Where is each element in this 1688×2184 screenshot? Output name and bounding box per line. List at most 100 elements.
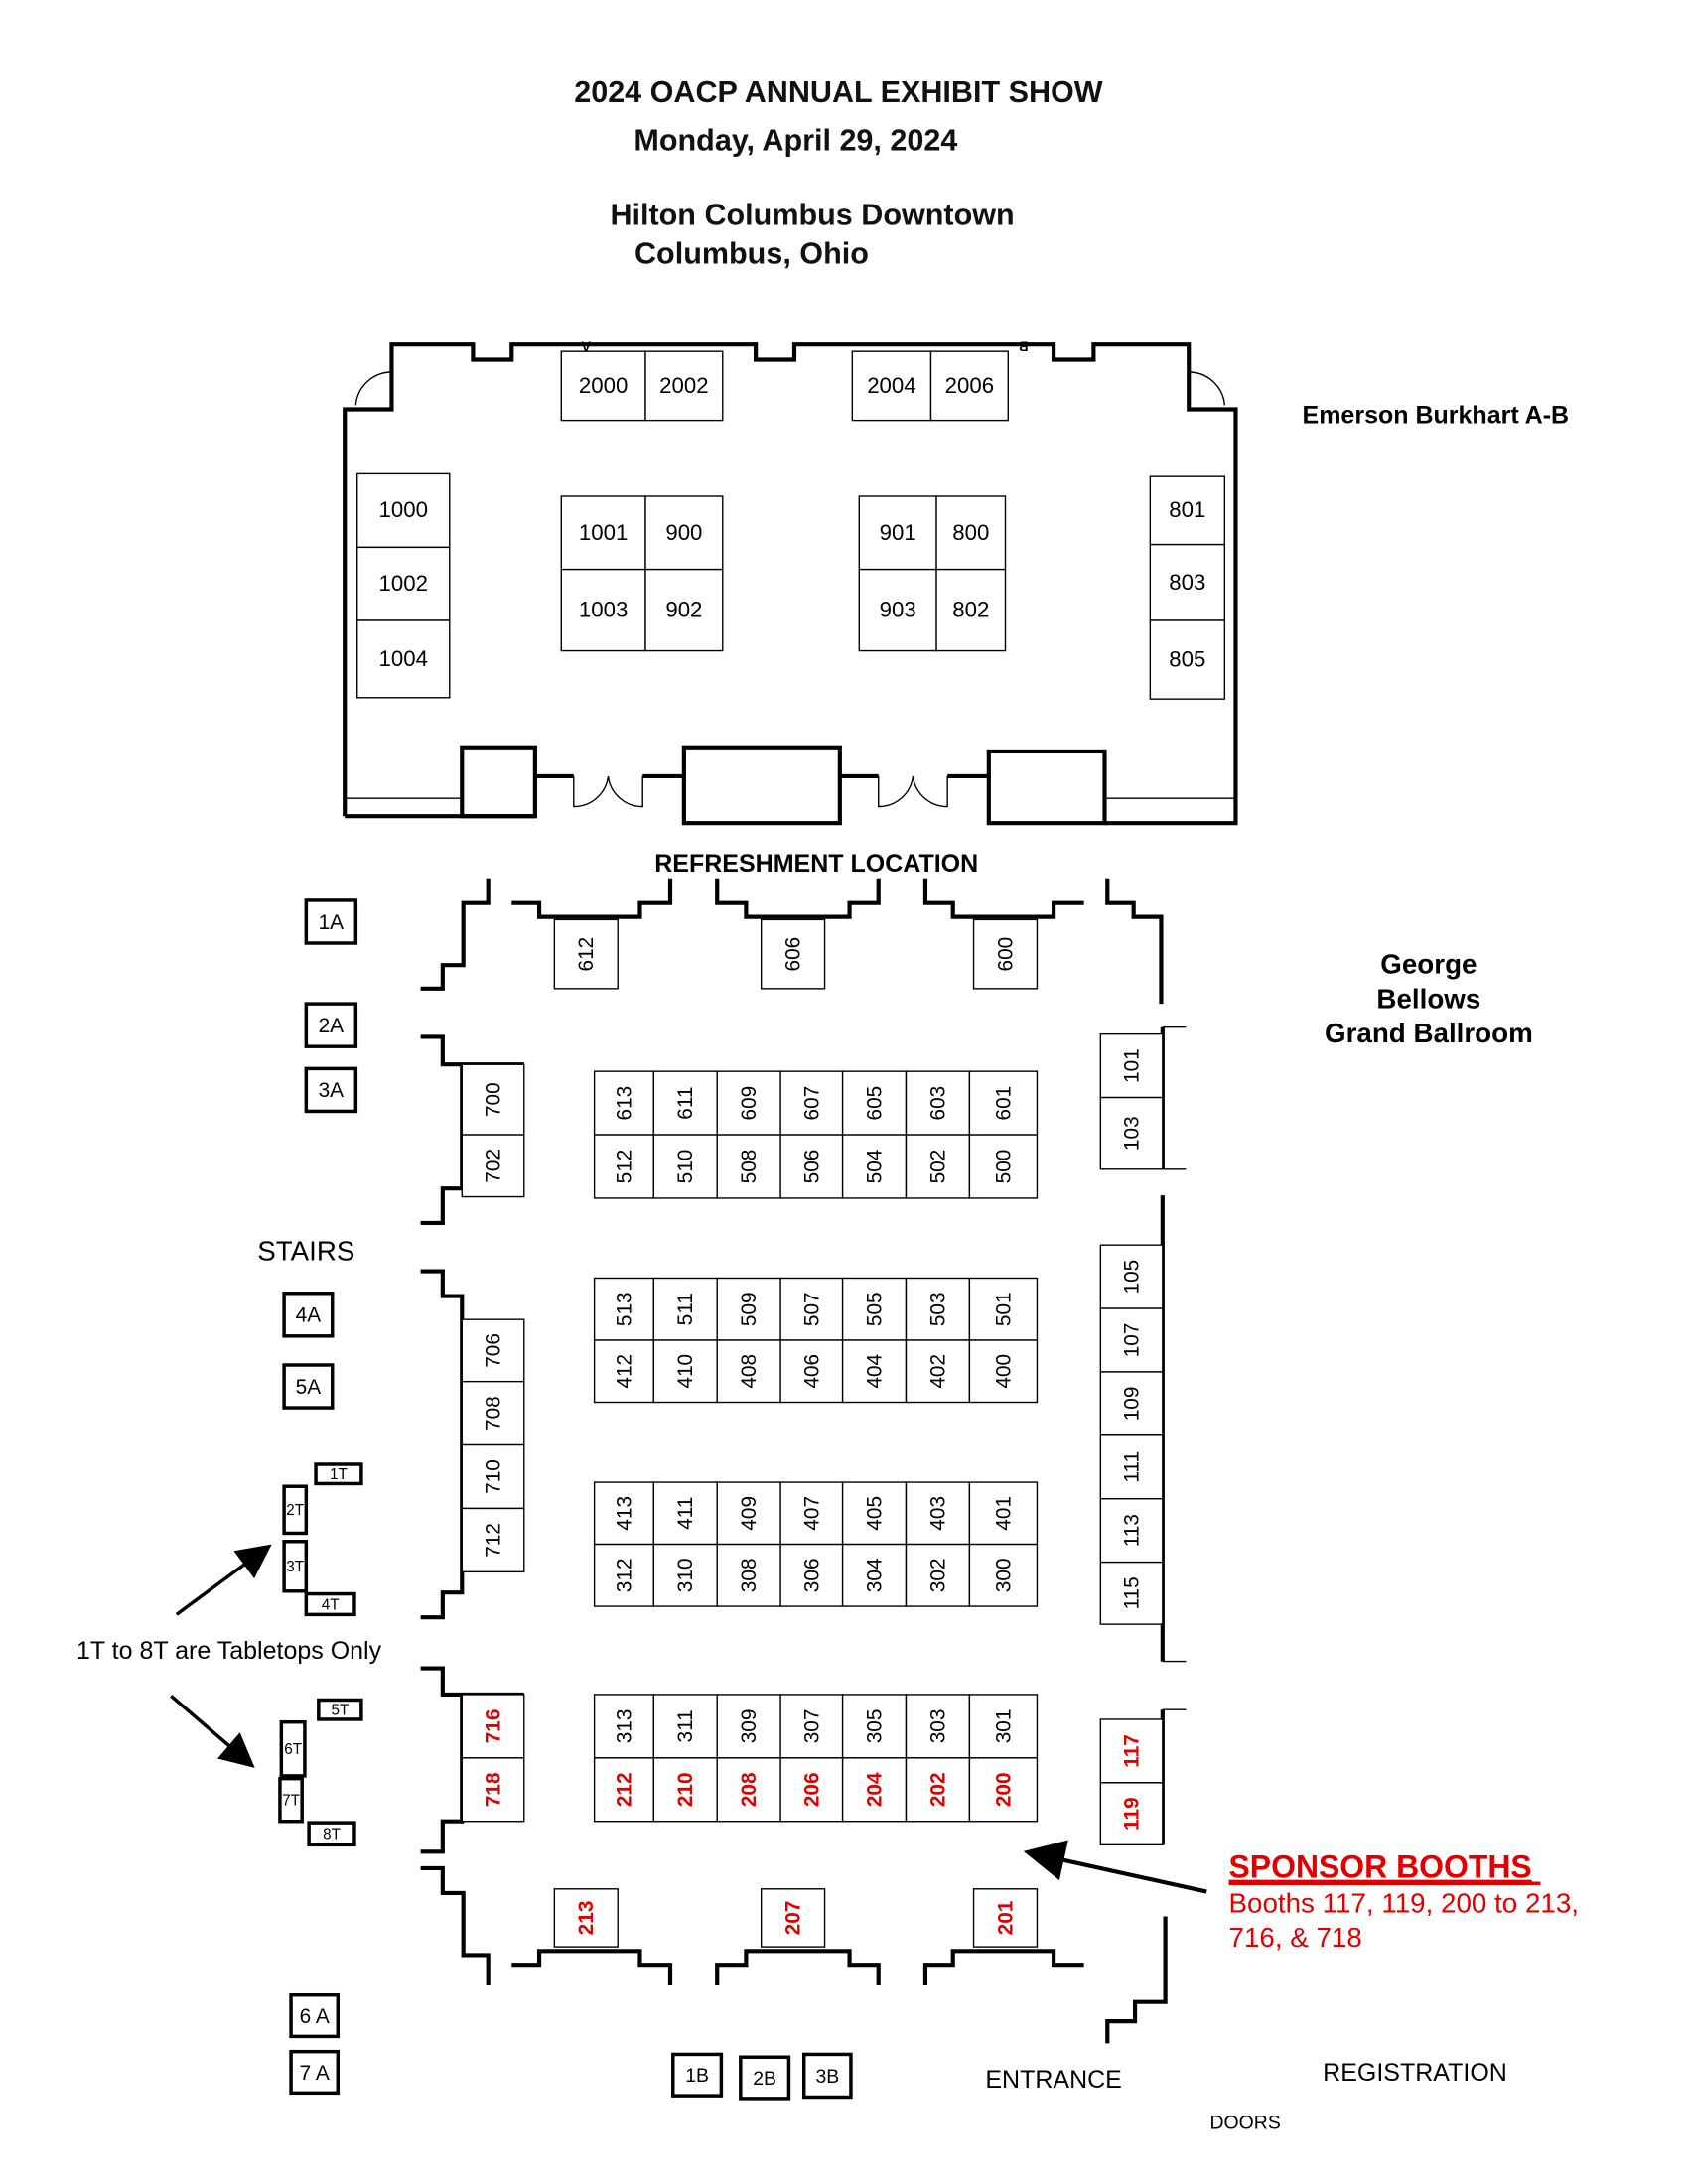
booth-305[interactable]: 305 (841, 1694, 908, 1759)
table-box[interactable]: 2B (739, 2055, 791, 2101)
booth-401[interactable]: 401 (968, 1481, 1039, 1546)
booth-109[interactable]: 109 (1099, 1371, 1164, 1436)
booth-702[interactable]: 702 (461, 1134, 525, 1198)
table-box[interactable]: 6T (279, 1719, 307, 1778)
booth-405[interactable]: 405 (841, 1481, 908, 1546)
table-box[interactable]: 1T (314, 1462, 363, 1486)
booth-105[interactable]: 105 (1099, 1244, 1164, 1309)
booth-300[interactable]: 300 (968, 1543, 1039, 1607)
booth-902[interactable]: 902 (644, 568, 724, 652)
booth-512[interactable]: 512 (593, 1134, 655, 1199)
booth-408[interactable]: 408 (716, 1339, 781, 1404)
booth-302[interactable]: 302 (905, 1543, 971, 1607)
booth-201[interactable]: 201 (972, 1888, 1039, 1948)
booth-801[interactable]: 801 (1149, 475, 1226, 546)
booth-208[interactable]: 208 (716, 1757, 781, 1823)
booth-504[interactable]: 504 (841, 1134, 908, 1199)
booth-612[interactable]: 612 (553, 918, 619, 990)
booth-113[interactable]: 113 (1099, 1498, 1164, 1564)
booth-700[interactable]: 700 (461, 1063, 525, 1136)
booth-1001[interactable]: 1001 (560, 495, 646, 571)
booth-306[interactable]: 306 (779, 1543, 844, 1607)
table-box[interactable]: 3B (801, 2052, 853, 2100)
booth-606[interactable]: 606 (760, 918, 826, 990)
booth-311[interactable]: 311 (652, 1694, 718, 1759)
booth-409[interactable]: 409 (716, 1481, 781, 1546)
booth-1004[interactable]: 1004 (356, 619, 451, 699)
booth-406[interactable]: 406 (779, 1339, 844, 1404)
booth-308[interactable]: 308 (716, 1543, 781, 1607)
booth-309[interactable]: 309 (716, 1694, 781, 1759)
booth-402[interactable]: 402 (905, 1339, 971, 1404)
booth-2002[interactable]: 2002 (644, 350, 724, 422)
table-box[interactable]: 2T (282, 1484, 309, 1536)
booth-111[interactable]: 111 (1099, 1434, 1164, 1500)
booth-103[interactable]: 103 (1099, 1096, 1164, 1170)
booth-101[interactable]: 101 (1099, 1032, 1164, 1099)
booth-605[interactable]: 605 (841, 1070, 908, 1136)
booth-508[interactable]: 508 (716, 1134, 781, 1199)
booth-2006[interactable]: 2006 (929, 350, 1009, 422)
booth-503[interactable]: 503 (905, 1277, 971, 1341)
booth-410[interactable]: 410 (652, 1339, 718, 1404)
booth-716[interactable]: 716 (461, 1694, 525, 1759)
table-box[interactable]: 7T (278, 1776, 304, 1824)
booth-803[interactable]: 803 (1149, 543, 1226, 621)
booth-1003[interactable]: 1003 (560, 568, 646, 652)
table-box[interactable]: 4A (282, 1292, 335, 1338)
booth-600[interactable]: 600 (972, 918, 1039, 990)
booth-210[interactable]: 210 (652, 1757, 718, 1823)
booth-901[interactable]: 901 (858, 495, 937, 571)
booth-507[interactable]: 507 (779, 1277, 844, 1341)
booth-411[interactable]: 411 (652, 1481, 718, 1546)
booth-903[interactable]: 903 (858, 568, 937, 652)
booth-506[interactable]: 506 (779, 1134, 844, 1199)
booth-307[interactable]: 307 (779, 1694, 844, 1759)
booth-501[interactable]: 501 (968, 1277, 1039, 1341)
booth-207[interactable]: 207 (760, 1888, 826, 1948)
booth-400[interactable]: 400 (968, 1339, 1039, 1404)
booth-613[interactable]: 613 (593, 1070, 655, 1136)
table-box[interactable]: 3A (304, 1066, 358, 1114)
booth-117[interactable]: 117 (1099, 1718, 1164, 1784)
booth-513[interactable]: 513 (593, 1277, 655, 1341)
booth-407[interactable]: 407 (779, 1481, 844, 1546)
table-box[interactable]: 5T (317, 1698, 363, 1721)
booth-202[interactable]: 202 (905, 1757, 971, 1823)
booth-213[interactable]: 213 (553, 1888, 619, 1948)
booth-107[interactable]: 107 (1099, 1307, 1164, 1373)
booth-404[interactable]: 404 (841, 1339, 908, 1404)
booth-505[interactable]: 505 (841, 1277, 908, 1341)
booth-206[interactable]: 206 (779, 1757, 844, 1823)
booth-805[interactable]: 805 (1149, 619, 1226, 700)
booth-607[interactable]: 607 (779, 1070, 844, 1136)
booth-212[interactable]: 212 (593, 1757, 655, 1823)
booth-710[interactable]: 710 (461, 1443, 525, 1510)
booth-204[interactable]: 204 (841, 1757, 908, 1823)
booth-510[interactable]: 510 (652, 1134, 718, 1199)
booth-1002[interactable]: 1002 (356, 546, 451, 621)
booth-313[interactable]: 313 (593, 1694, 655, 1759)
booth-712[interactable]: 712 (461, 1507, 525, 1573)
booth-511[interactable]: 511 (652, 1277, 718, 1341)
table-box[interactable]: 5A (282, 1363, 335, 1410)
booth-800[interactable]: 800 (935, 495, 1007, 571)
booth-802[interactable]: 802 (935, 568, 1007, 652)
table-box[interactable]: 3T (282, 1540, 309, 1593)
booth-119[interactable]: 119 (1099, 1782, 1164, 1846)
booth-500[interactable]: 500 (968, 1134, 1039, 1199)
booth-312[interactable]: 312 (593, 1543, 655, 1607)
table-box[interactable]: 2A (304, 1002, 358, 1048)
booth-708[interactable]: 708 (461, 1380, 525, 1446)
booth-900[interactable]: 900 (644, 495, 724, 571)
booth-412[interactable]: 412 (593, 1339, 655, 1404)
table-box[interactable]: 1B (671, 2052, 724, 2098)
booth-718[interactable]: 718 (461, 1757, 525, 1823)
booth-303[interactable]: 303 (905, 1694, 971, 1759)
booth-413[interactable]: 413 (593, 1481, 655, 1546)
booth-200[interactable]: 200 (968, 1757, 1039, 1823)
booth-2000[interactable]: 2000 (560, 350, 646, 422)
booth-601[interactable]: 601 (968, 1070, 1039, 1136)
booth-706[interactable]: 706 (461, 1318, 525, 1383)
booth-611[interactable]: 611 (652, 1070, 718, 1136)
